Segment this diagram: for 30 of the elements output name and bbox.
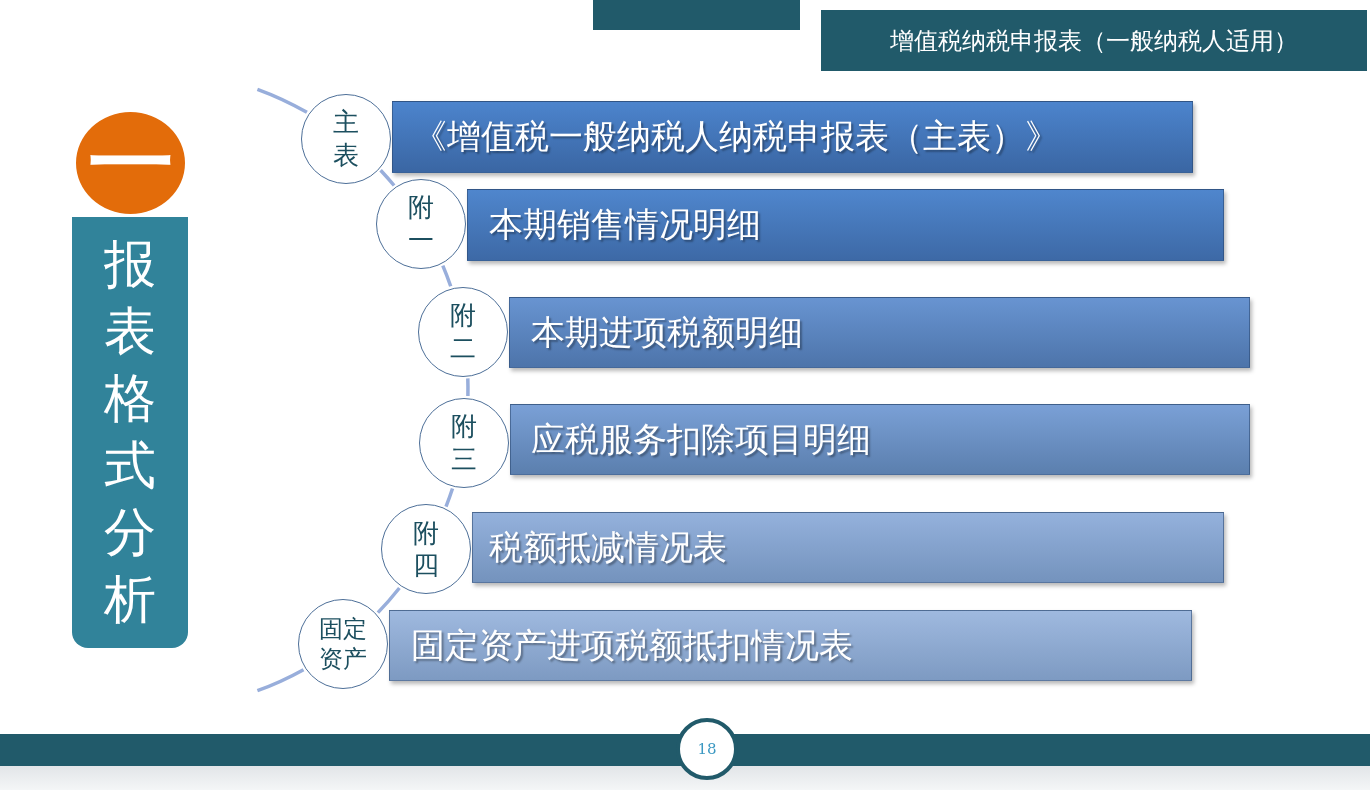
header-title: 增值税纳税申报表（一般纳税人适用） [890,25,1298,57]
connector-line [379,169,396,187]
connector-line [376,586,401,614]
item-bar [509,297,1250,368]
tag-text: 附二 [449,299,477,365]
tag-text: 附四 [412,516,440,582]
tag-text: 固定资产 [318,613,368,674]
page-number: 18 [697,740,717,758]
item-bar [392,101,1193,173]
connector-line [466,378,470,397]
section-panel [72,217,188,648]
item-title: 固定资产进项税额抵扣情况表 [411,623,853,667]
item-title: 应税服务扣除项目明细 [531,417,871,461]
connector-line [444,487,455,508]
item-bar [472,512,1224,583]
number-text: 一 [87,120,174,206]
connector-line [441,264,453,287]
tag-text: 附三 [450,410,478,476]
item-bar [510,404,1250,475]
item-bar [389,610,1192,681]
item-bar [467,189,1224,261]
item-title: 本期销售情况明细 [489,203,761,246]
tag-text: 主表 [332,106,360,171]
connector-line [256,668,305,693]
tag-text: 附一 [407,191,435,257]
item-title: 税额抵减情况表 [489,525,727,569]
item-title: 本期进项税额明细 [531,310,803,354]
section-title: 报表格式分析 [104,233,156,631]
item-title: 《增值税一般纳税人纳税申报表（主表）》 [413,115,1059,158]
connector-line [256,87,308,114]
